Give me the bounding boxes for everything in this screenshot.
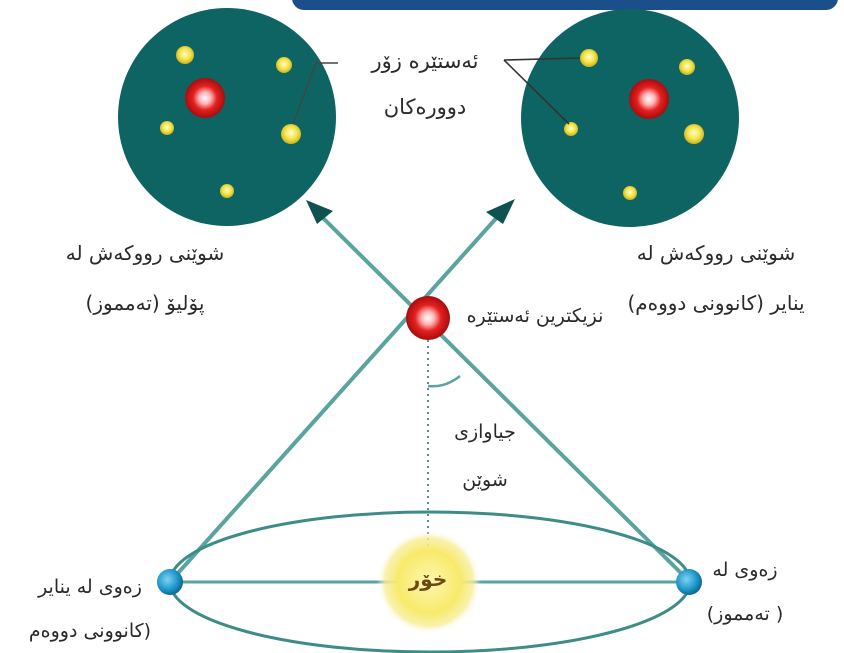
view-january-line-1: شوێنی رووکەش لە bbox=[30, 228, 260, 278]
parallax-angle-arc bbox=[428, 376, 460, 386]
yellow-star-icon bbox=[281, 124, 301, 144]
distant-stars-label: ئەستێرە زۆر دوورەکان bbox=[340, 38, 510, 130]
parallax-line-1: جیاوازی bbox=[425, 408, 545, 456]
red-star-icon bbox=[406, 296, 450, 340]
view-july-line-1: شوێنی رووکەش لە bbox=[588, 228, 844, 278]
parallax-label: جیاوازی شوێن bbox=[425, 408, 545, 504]
yellow-star-icon bbox=[176, 46, 194, 64]
view-july-line-2: ینایر (کانوونی دووەم) bbox=[588, 278, 844, 328]
distant-stars-line-1: ئەستێرە زۆر bbox=[340, 38, 510, 84]
yellow-star-icon bbox=[564, 122, 578, 136]
yellow-star-icon bbox=[160, 121, 174, 135]
yellow-star-icon bbox=[623, 186, 637, 200]
earth-july-line-2: ( تەمموز) bbox=[690, 592, 800, 636]
earth-july-label: زەوی لە ( تەمموز) bbox=[690, 548, 800, 636]
distant-stars-line-2: دوورەکان bbox=[340, 84, 510, 130]
red-star-icon bbox=[629, 79, 669, 119]
earth-july-line-1: زەوی لە bbox=[690, 548, 800, 592]
yellow-star-icon bbox=[276, 57, 292, 73]
earth-january-label: زەوی لە ینایر (کانوونی دووەم bbox=[0, 565, 180, 653]
yellow-star-icon bbox=[220, 184, 234, 198]
view-january-line-2: پۆلیۆ (تەمموز) bbox=[30, 278, 260, 328]
sun-label: خۆر bbox=[388, 567, 468, 591]
nearest-star-label: نزیکترین ئەستێرە bbox=[455, 305, 615, 327]
yellow-star-icon bbox=[679, 59, 695, 75]
arrow-icon bbox=[306, 200, 333, 224]
sky-view-left bbox=[118, 8, 336, 226]
yellow-star-icon bbox=[684, 124, 704, 144]
view-july-label: شوێنی رووکەش لە ینایر (کانوونی دووەم) bbox=[588, 228, 844, 328]
sky-view-right bbox=[521, 9, 739, 227]
red-star-icon bbox=[185, 78, 225, 118]
yellow-star-icon bbox=[580, 49, 598, 67]
earth-january-line-1: زەوی لە ینایر bbox=[0, 565, 180, 609]
parallax-line-2: شوێن bbox=[425, 456, 545, 504]
arrow-icon bbox=[486, 199, 515, 224]
view-january-label: شوێنی رووکەش لە پۆلیۆ (تەمموز) bbox=[30, 228, 260, 328]
header-banner bbox=[292, 0, 838, 10]
earth-january-line-2: (کانوونی دووەم bbox=[0, 609, 180, 653]
